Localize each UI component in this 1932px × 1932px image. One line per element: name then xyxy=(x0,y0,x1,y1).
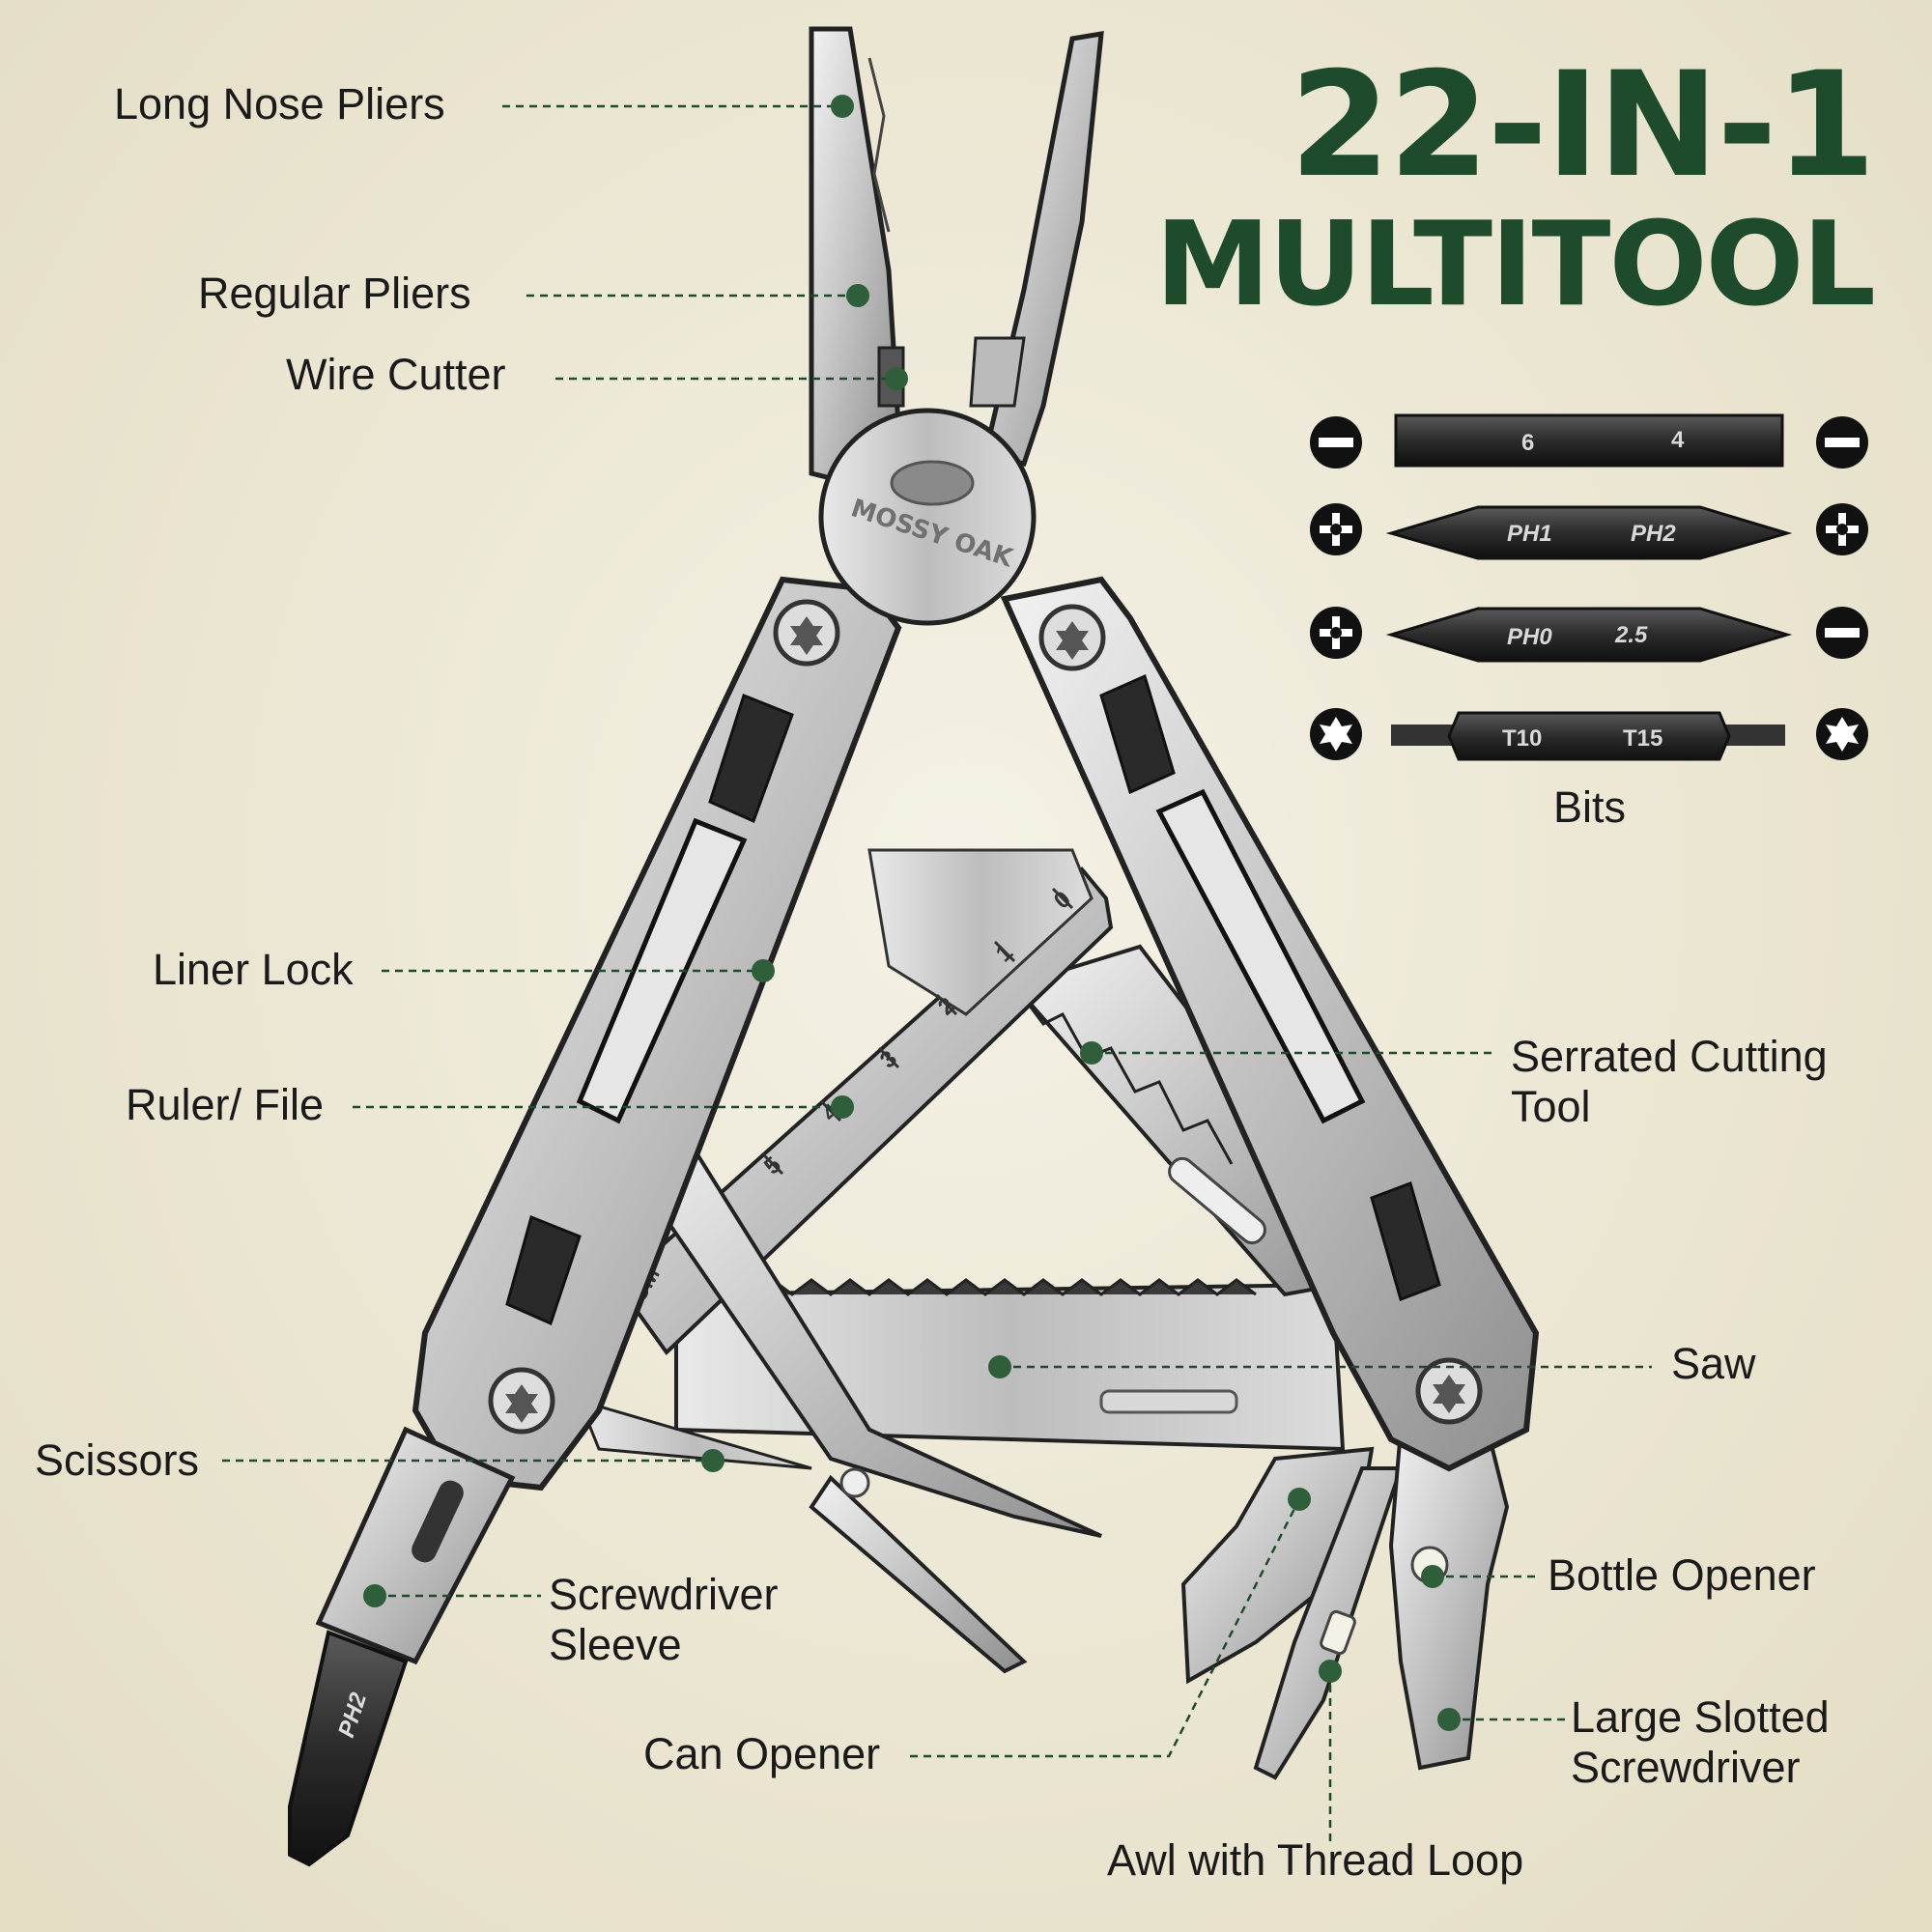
headline-line-2: MULTITOOL xyxy=(1154,198,1876,332)
label-liner-lock: Liner Lock xyxy=(153,945,354,994)
torx-icon xyxy=(1816,708,1868,760)
label-line: Large Slotted xyxy=(1571,1692,1830,1742)
label-scissors: Scissors xyxy=(35,1435,200,1485)
bit-row: PH0 2.5 xyxy=(1385,607,1793,663)
bit-right-size: 4 xyxy=(1671,427,1685,453)
label-bottle-opener: Bottle Opener xyxy=(1548,1550,1816,1600)
label-regular-pliers: Regular Pliers xyxy=(198,269,471,318)
left-handle xyxy=(412,576,902,1492)
slotted-icon xyxy=(1816,416,1868,469)
bit-row: 6 4 xyxy=(1394,413,1784,468)
bit-left-size: PH1 xyxy=(1507,521,1552,547)
slotted-icon xyxy=(1310,416,1362,469)
callouts xyxy=(222,104,1652,1845)
label-wire-cutter: Wire Cutter xyxy=(286,350,506,399)
label-ruler-file: Ruler/ File xyxy=(126,1080,325,1129)
label-saw: Saw xyxy=(1671,1339,1756,1388)
torx-icon xyxy=(1310,708,1362,760)
screwdriver-sleeve xyxy=(315,1426,516,1665)
label-line: Serrated Cutting xyxy=(1511,1032,1828,1081)
callout-dots xyxy=(363,95,1461,1731)
phillips-icon xyxy=(1310,607,1362,659)
bit-left-size: 6 xyxy=(1521,430,1534,456)
label-can-opener: Can Opener xyxy=(643,1729,881,1778)
bottom-tools xyxy=(1180,1428,1510,1780)
bit-right-size: 2.5 xyxy=(1614,622,1648,648)
slotted-icon xyxy=(1816,607,1868,659)
bit-right-size: T15 xyxy=(1623,725,1662,752)
label-long-nose-pliers: Long Nose Pliers xyxy=(114,79,445,128)
headline-line-1: 22-IN-1 xyxy=(1290,42,1876,210)
bit-row: T10 T15 xyxy=(1391,711,1785,761)
label-awl-thread-loop: Awl with Thread Loop xyxy=(1107,1835,1524,1885)
label-serrated-cutting-tool: Serrated Cutting Tool xyxy=(1511,1032,1828,1132)
label-large-slotted-screwdriver: Large Slotted Screwdriver xyxy=(1571,1692,1830,1793)
bit-left-size: T10 xyxy=(1502,725,1542,752)
label-line: Screwdriver xyxy=(549,1570,779,1619)
bits-caption: Bits xyxy=(1553,782,1627,832)
bit-right-size: PH2 xyxy=(1631,521,1676,547)
bit-row: PH1 PH2 xyxy=(1385,505,1793,560)
label-screwdriver-sleeve: Screwdriver Sleeve xyxy=(549,1570,779,1670)
right-handle xyxy=(1000,576,1540,1472)
label-line: Screwdriver xyxy=(1571,1743,1801,1792)
bit-left-size: PH0 xyxy=(1507,624,1552,650)
phillips-icon xyxy=(1310,503,1362,555)
bits-panel: 6 4 PH1 PH2 PH0 2.5 T10 T15 xyxy=(1310,413,1868,761)
label-line: Tool xyxy=(1511,1082,1591,1131)
pliers-head: MOSSY OAK xyxy=(809,26,1104,626)
screwdriver-bit: PH2 xyxy=(288,1630,409,1867)
label-line: Sleeve xyxy=(549,1620,682,1669)
phillips-icon xyxy=(1816,503,1868,555)
